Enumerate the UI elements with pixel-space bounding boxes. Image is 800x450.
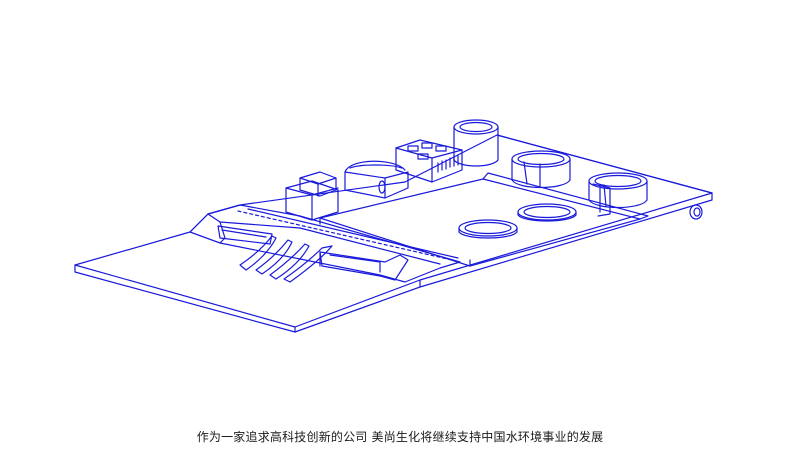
tall-cylinder-tank	[453, 119, 499, 167]
ring-pond-left	[458, 219, 518, 239]
water-treatment-plant-illustration	[74, 119, 713, 333]
pump-house	[395, 139, 463, 183]
outlet-pipe	[689, 204, 703, 220]
base-platform	[74, 134, 713, 333]
curved-fins	[239, 235, 333, 283]
half-cylinder-tank	[344, 160, 409, 199]
right-channel	[592, 183, 611, 217]
round-tank-right	[588, 172, 648, 209]
caption-text: 作为一家追求高科技创新的公司 美尚生化将继续支持中国水环境事业的发展	[196, 430, 604, 444]
round-tank-middle	[511, 150, 571, 189]
control-building	[285, 171, 339, 221]
ring-pond-right	[517, 203, 577, 222]
